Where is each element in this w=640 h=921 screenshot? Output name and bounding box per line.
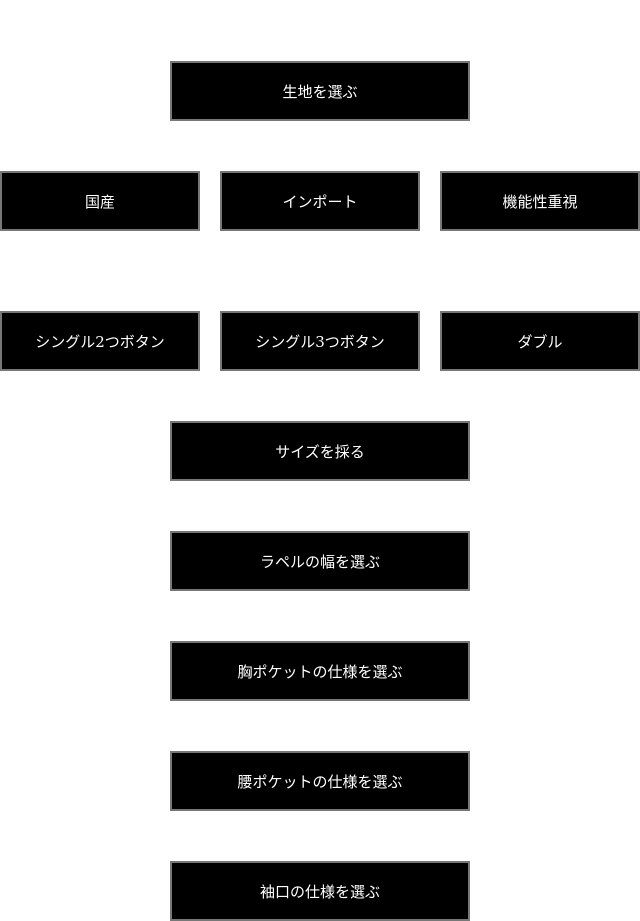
import-fabric-button[interactable]: インポート <box>220 171 420 231</box>
single-2-button-button[interactable]: シングル2つボタン <box>0 311 200 371</box>
choose-lapel-width-button[interactable]: ラペルの幅を選ぶ <box>170 531 470 591</box>
double-breasted-button[interactable]: ダブル <box>440 311 640 371</box>
choose-chest-pocket-button[interactable]: 胸ポケットの仕様を選ぶ <box>170 641 470 701</box>
choose-fabric-button[interactable]: 生地を選ぶ <box>170 61 470 121</box>
domestic-fabric-button[interactable]: 国産 <box>0 171 200 231</box>
functional-fabric-button[interactable]: 機能性重視 <box>440 171 640 231</box>
measure-size-button[interactable]: サイズを採る <box>170 421 470 481</box>
choose-waist-pocket-button[interactable]: 腰ポケットの仕様を選ぶ <box>170 751 470 811</box>
single-3-button-button[interactable]: シングル3つボタン <box>220 311 420 371</box>
choose-cuff-button[interactable]: 袖口の仕様を選ぶ <box>170 861 470 921</box>
